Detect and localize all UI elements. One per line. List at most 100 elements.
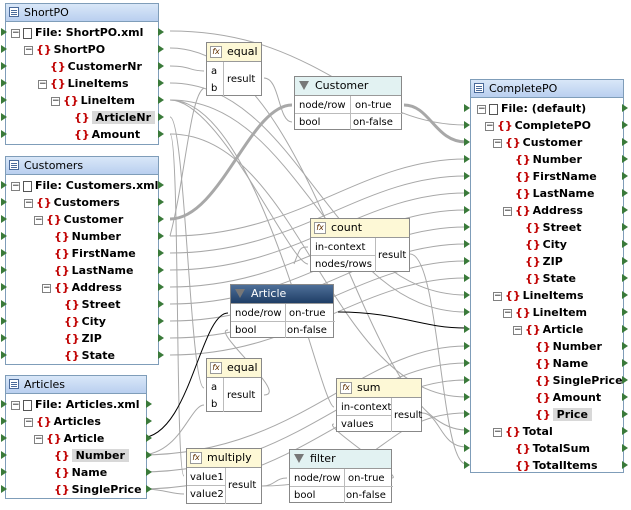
article-filter-output-onfalse[interactable]: on-false <box>287 325 327 336</box>
count-output-result[interactable]: result <box>378 250 407 261</box>
shortpo-customernr-node[interactable]: {}CustomerNr <box>50 60 142 73</box>
comp-customers-input-connector-0[interactable] <box>1 181 7 189</box>
comp-customers-input-connector-10[interactable] <box>1 351 7 359</box>
equal-2-input-a[interactable]: a <box>211 382 218 393</box>
comp-customers-output-connector-8[interactable] <box>158 317 164 325</box>
collapse-icon[interactable]: − <box>42 282 51 293</box>
article-filter-title[interactable]: Article <box>231 285 333 304</box>
article-filter-output-ontrue[interactable]: on-true <box>289 308 326 319</box>
completepo-output-connector-9[interactable] <box>622 257 628 265</box>
completepo-output-connector-18[interactable] <box>622 410 628 418</box>
completepo-input-connector-10[interactable] <box>464 274 470 282</box>
completepo-lastname-node[interactable]: {}LastName <box>515 187 595 200</box>
collapse-icon[interactable]: − <box>11 399 20 410</box>
completepo-output-connector-16[interactable] <box>622 376 628 384</box>
customers-number-node[interactable]: {}Number <box>54 230 121 243</box>
completepo-state-node[interactable]: {}State <box>525 272 576 285</box>
comp-customers-output-connector-0[interactable] <box>158 181 164 189</box>
completepo-lineitems-node[interactable]: −{}LineItems <box>493 289 584 302</box>
completepo-output-connector-12[interactable] <box>622 308 628 316</box>
shortpo-lineitems-node[interactable]: −{}LineItems <box>38 77 129 90</box>
comp-articles-input-connector-4[interactable] <box>1 468 7 476</box>
completepo-input-connector-8[interactable] <box>464 240 470 248</box>
article-filter-input-noderow[interactable]: node/row <box>235 308 282 319</box>
completepo-input-connector-7[interactable] <box>464 223 470 231</box>
comp-shortpo-input-connector-5[interactable] <box>1 113 7 121</box>
completepo-input-connector-0[interactable] <box>464 104 470 112</box>
comp-customers-input-connector-3[interactable] <box>1 232 7 240</box>
shortpo-title[interactable]: ShortPO <box>6 4 158 22</box>
collapse-icon[interactable]: − <box>11 180 20 191</box>
completepo-input-connector-5[interactable] <box>464 189 470 197</box>
comp-articles-output-connector-3[interactable] <box>146 451 152 459</box>
completepo-number-node[interactable]: {}Number <box>515 153 582 166</box>
collapse-icon[interactable]: − <box>503 205 512 216</box>
collapse-icon[interactable]: − <box>477 103 486 114</box>
filter-input-noderow[interactable]: node/row <box>294 473 341 484</box>
completepo-input-connector-11[interactable] <box>464 291 470 299</box>
collapse-icon[interactable]: − <box>24 416 33 427</box>
equal-2-output-result[interactable]: result <box>227 390 256 401</box>
completepo-output-connector-13[interactable] <box>622 325 628 333</box>
comp-shortpo-output-connector-1[interactable] <box>158 45 164 53</box>
collapse-icon[interactable]: − <box>503 307 512 318</box>
collapse-icon[interactable]: − <box>24 44 33 55</box>
articles-file-node[interactable]: −File: Articles.xml <box>11 398 140 411</box>
completepo-output-connector-20[interactable] <box>622 444 628 452</box>
completepo-input-connector-4[interactable] <box>464 172 470 180</box>
collapse-icon[interactable]: − <box>24 197 33 208</box>
completepo-customer-node[interactable]: −{}Customer <box>493 136 583 149</box>
shortpo-file-node[interactable]: −File: ShortPO.xml <box>11 26 144 39</box>
collapse-icon[interactable]: − <box>493 290 502 301</box>
comp-shortpo-output-connector-5[interactable] <box>158 113 164 121</box>
completepo-output-connector-7[interactable] <box>622 223 628 231</box>
sum-output-result[interactable]: result <box>394 410 423 421</box>
comp-customers-input-connector-8[interactable] <box>1 317 7 325</box>
completepo-output-connector-4[interactable] <box>622 172 628 180</box>
comp-customers-output-connector-6[interactable] <box>158 283 164 291</box>
customers-lastname-node[interactable]: {}LastName <box>54 264 134 277</box>
equal-1-output-result[interactable]: result <box>227 74 256 85</box>
completepo-output-connector-5[interactable] <box>622 189 628 197</box>
filter-input-bool[interactable]: bool <box>294 490 316 501</box>
articles-number-node[interactable]: {}Number <box>54 447 129 464</box>
completepo-output-connector-14[interactable] <box>622 342 628 350</box>
comp-shortpo-input-connector-4[interactable] <box>1 96 7 104</box>
comp-articles-input-connector-5[interactable] <box>1 485 7 493</box>
comp-customers-output-connector-10[interactable] <box>158 351 164 359</box>
completepo-input-connector-15[interactable] <box>464 359 470 367</box>
count-input-nodesrows[interactable]: nodes/rows <box>315 259 372 270</box>
comp-shortpo-input-connector-2[interactable] <box>1 62 7 70</box>
completepo-output-connector-15[interactable] <box>622 359 628 367</box>
completepo-article-name-node[interactable]: {}Name <box>535 357 589 370</box>
customers-address-node[interactable]: −{}Address <box>42 281 122 294</box>
customers-street-node[interactable]: {}Street <box>64 298 121 311</box>
filter-output-ontrue[interactable]: on-true <box>348 473 385 484</box>
articles-source-component[interactable]: Articles −File: Articles.xml −{}Articles… <box>5 375 147 499</box>
customers-customer-node[interactable]: −{}Customer <box>34 213 124 226</box>
completepo-title[interactable]: CompletePO <box>471 80 623 98</box>
completepo-total-node[interactable]: −{}Total <box>493 425 553 438</box>
comp-articles-input-connector-2[interactable] <box>1 434 7 442</box>
filter-output-onfalse[interactable]: on-false <box>346 490 386 501</box>
completepo-completepo-node[interactable]: −{}CompletePO <box>485 119 592 132</box>
comp-customers-output-connector-4[interactable] <box>158 249 164 257</box>
comp-customers-output-connector-9[interactable] <box>158 334 164 342</box>
customers-state-node[interactable]: {}State <box>64 349 115 362</box>
comp-shortpo-output-connector-6[interactable] <box>158 130 164 138</box>
comp-customers-input-connector-1[interactable] <box>1 198 7 206</box>
comp-articles-output-connector-2[interactable] <box>146 434 152 442</box>
completepo-address-node[interactable]: −{}Address <box>503 204 583 217</box>
completepo-zip-node[interactable]: {}ZIP <box>525 255 563 268</box>
comp-shortpo-input-connector-3[interactable] <box>1 79 7 87</box>
comp-shortpo-output-connector-2[interactable] <box>158 62 164 70</box>
completepo-firstname-node[interactable]: {}FirstName <box>515 170 597 183</box>
completepo-input-connector-17[interactable] <box>464 393 470 401</box>
comp-articles-input-connector-0[interactable] <box>1 400 7 408</box>
collapse-icon[interactable]: − <box>34 433 43 444</box>
